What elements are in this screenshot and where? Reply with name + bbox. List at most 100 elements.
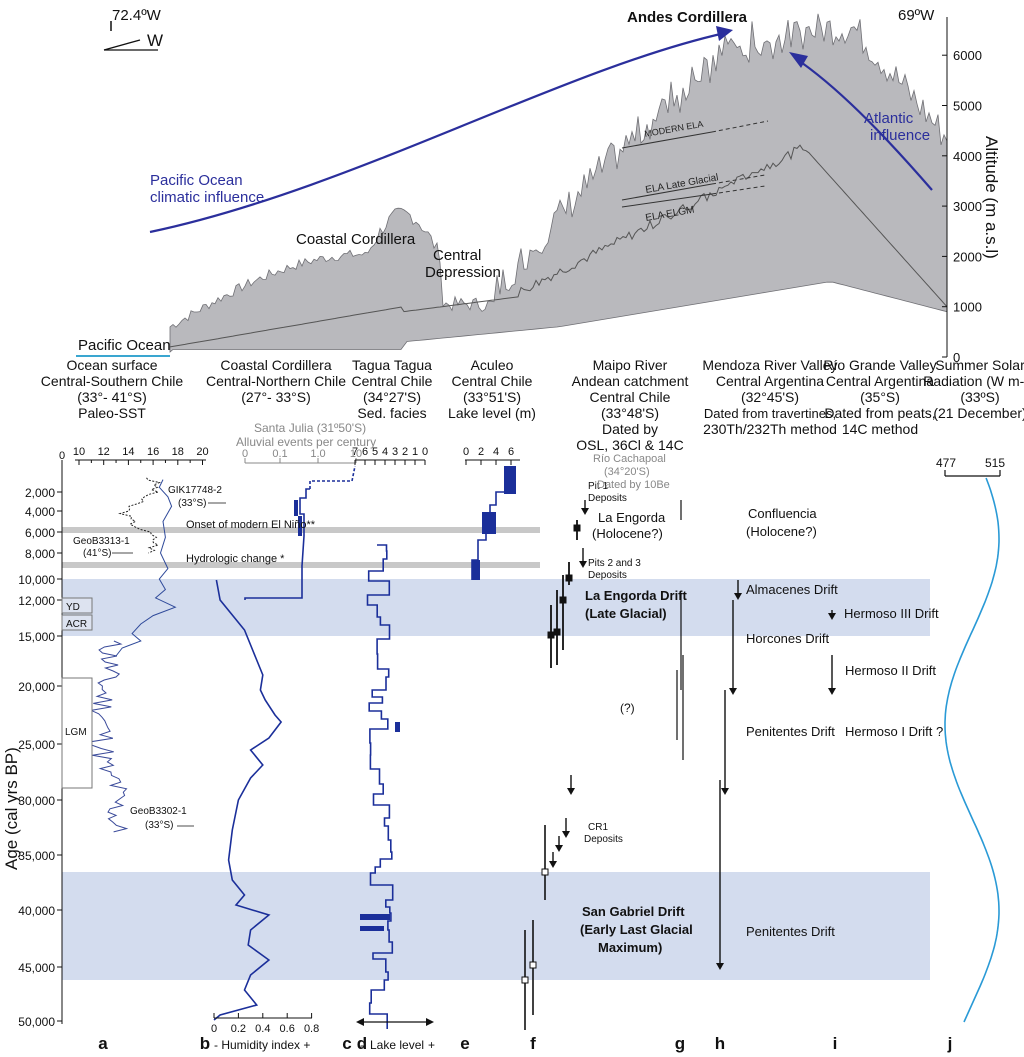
column-header-line: Central-Northern Chile — [206, 373, 346, 389]
age-tick-label: 8,000 — [25, 547, 55, 561]
sst-tick-label: 16 — [147, 446, 159, 458]
column-header-line: 14C method — [842, 421, 918, 437]
column-header-line: Dated from travertines, — [704, 406, 836, 421]
altitude-tick-label: 0 — [953, 350, 960, 365]
age-tick-label: 2,000 — [25, 486, 55, 500]
sst-tick-label: 14 — [122, 446, 134, 458]
tagua-tick-label: 2 — [402, 446, 408, 458]
age-tick-label: 15,000 — [18, 630, 55, 644]
aculeo-block-1 — [504, 466, 516, 494]
age-tick-label: 20,000 — [18, 680, 55, 694]
coastal-cordillera-label: Coastal Cordillera — [296, 231, 416, 248]
age-tick-label: 10,000 — [18, 573, 55, 587]
question-label: (?) — [620, 701, 635, 715]
san-gabriel-label-2: (Early Last Glacial — [580, 922, 693, 937]
age-tick-label: 30,000 — [18, 794, 55, 808]
geob3313-lat: (41°S) — [83, 548, 111, 559]
panel-letter: c — [342, 1034, 351, 1053]
altitude-tick-label: 6000 — [953, 48, 982, 63]
pacific-influence-label-2: climatic influence — [150, 189, 264, 206]
tagua-block-3 — [395, 722, 400, 732]
atlantic-label-1: Atlantic — [864, 110, 914, 127]
maipo-bar-5-dot — [521, 976, 529, 984]
sst-geob3302-curve — [89, 640, 129, 833]
terrain-envelope — [169, 13, 948, 353]
age-tick-label: 40,000 — [18, 904, 55, 918]
san-gabriel-label-3: Maximum) — [598, 940, 662, 955]
penitentes-label-2: Penitentes Drift — [746, 924, 835, 939]
lon-right-label: 69ºW — [898, 7, 935, 24]
column-header-line: Radiation (W m-2) — [923, 373, 1024, 389]
alluvial-title: Santa Julia (31º50'S) — [254, 421, 366, 435]
lake-level-arrow-left — [356, 1018, 364, 1026]
pacific-influence-arrow — [149, 31, 726, 234]
age-tick-label: 12,000 — [18, 594, 55, 608]
gik-label: GIK17748-2 — [168, 485, 222, 496]
alluvial-tick-label: 0.1 — [272, 448, 287, 460]
tagua-tick-label: 5 — [372, 446, 378, 458]
pits23-label-2: Deposits — [588, 570, 627, 581]
column-header-line: Dated by — [602, 421, 658, 437]
sst-gik-curve — [115, 479, 177, 657]
pits23-arrow-head — [579, 561, 587, 568]
lgm-label: LGM — [65, 727, 87, 738]
pit1-label-1: Pit 1 — [588, 481, 608, 492]
column-header-line: Lake level (m) — [448, 405, 536, 421]
maipo-bar-3-dot — [547, 631, 555, 639]
andes-title: Andes Cordillera — [627, 9, 748, 26]
gik-lat: (33°S) — [178, 498, 206, 509]
maipo-panel: Pit 1 Deposits La Engorda (Holocene?) Pi… — [521, 453, 693, 1030]
pacific-ocean-label: Pacific Ocean — [78, 337, 171, 354]
altitude-axis-label: Altitude (m a.s.l) — [982, 136, 1001, 259]
column-header-line: Summer Solar — [935, 357, 1024, 373]
penitentes-label-1: Penitentes Drift — [746, 724, 835, 739]
cachapoal-label-3: Dated by 10Be — [597, 479, 670, 491]
humidity-tick-label: 0.6 — [280, 1023, 295, 1035]
column-header-line: Dated from peats, — [824, 405, 935, 421]
cr1-arrow-1-head — [567, 788, 575, 795]
aculeo-tick-label: 6 — [508, 446, 514, 458]
penitentes-arrow-1-head — [721, 788, 729, 795]
column-header-line: Coastal Cordillera — [220, 357, 331, 373]
age-axis-label: Age (cal yrs BP) — [2, 747, 21, 870]
lon-left-label: 72.4ºW — [112, 7, 162, 24]
tagua-tick-label: 0 — [422, 446, 428, 458]
panel-letter: e — [460, 1034, 469, 1053]
atlantic-arrow-head — [789, 52, 808, 68]
panel-letter: b — [200, 1034, 210, 1053]
column-header-line: Tagua Tagua — [352, 357, 432, 373]
panel-letter: i — [833, 1034, 838, 1053]
atlantic-influence-arrow — [794, 57, 933, 191]
lake-level-label: Lake level — [370, 1038, 424, 1052]
hermoso2-label: Hermoso II Drift — [845, 663, 936, 678]
sst-zero: 0 — [59, 450, 65, 462]
yd-label: YD — [66, 602, 80, 613]
modern-ela-dash — [711, 120, 769, 133]
alluvial-tick-label: 0 — [242, 448, 248, 460]
column-header-line: (33ºS) — [960, 389, 999, 405]
ela-late-glacial-line — [621, 183, 713, 201]
yd-box — [61, 597, 93, 614]
humidity-tick-label: 0.4 — [255, 1023, 270, 1035]
la-engorda-label-1: La Engorda — [598, 510, 666, 525]
aculeo-block-2 — [482, 512, 496, 534]
column-header-line: Paleo-SST — [78, 405, 146, 421]
geob3313-label: GeoB3313-1 — [73, 536, 130, 547]
tagua-tick-label: 7 — [352, 446, 358, 458]
almacenes-label: Almacenes Drift — [746, 582, 838, 597]
humidity-axis-label: - Humidity index + — [214, 1038, 310, 1052]
age-tick-label: 45,000 — [18, 961, 55, 975]
alluvial-dashed-curve — [309, 465, 356, 489]
modern-ela-line — [621, 131, 713, 149]
column-header-line: Central Chile — [352, 373, 433, 389]
compass-w-diag — [103, 39, 141, 51]
la-engorda-label-2: (Holocene?) — [592, 526, 663, 541]
column-header-line: Central Argentina — [826, 373, 934, 389]
